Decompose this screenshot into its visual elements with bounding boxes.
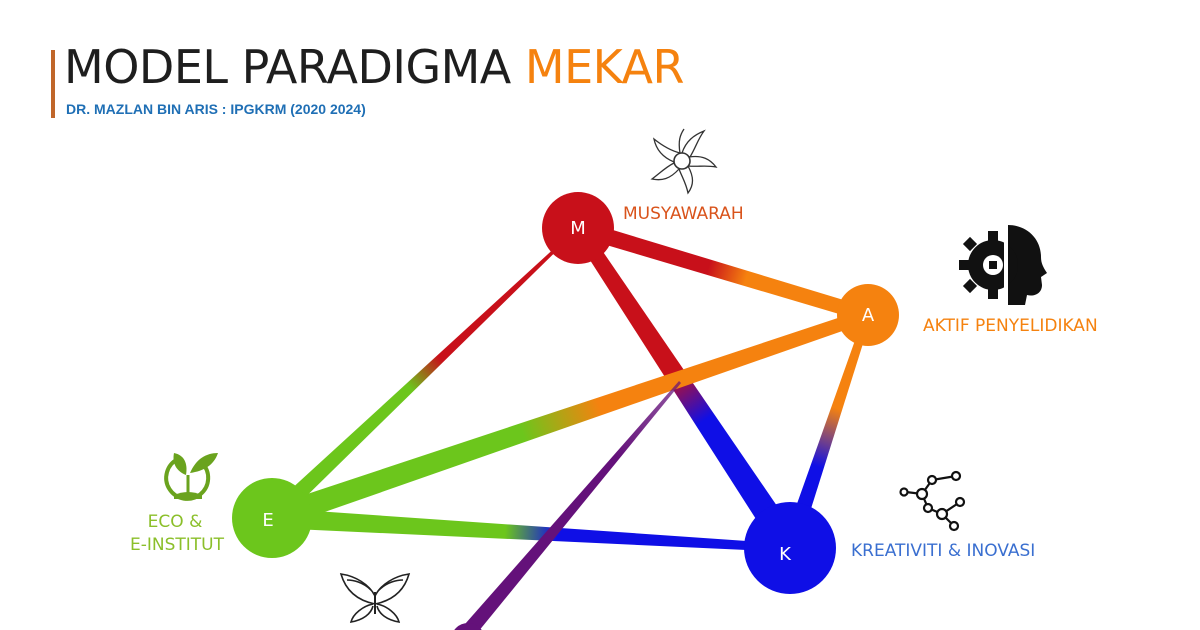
butterfly-icon (339, 573, 411, 623)
title-accent: MEKAR (524, 40, 685, 94)
node-e-circle (232, 478, 312, 558)
eco-sprout-icon (164, 453, 218, 501)
node-r-circle (454, 623, 482, 630)
node-e-label-line1: ECO & (148, 512, 203, 532)
node-a-letter: A (862, 305, 875, 326)
node-a-circle (837, 284, 899, 346)
connector-a-k (782, 315, 872, 550)
node-e-letter: E (262, 510, 273, 531)
connector-e-k (272, 508, 790, 552)
connectors (265, 220, 872, 630)
node-k-circle (744, 502, 836, 594)
connector-a-e (268, 309, 871, 529)
node-a: A (837, 284, 899, 346)
molecule-icon (899, 470, 966, 532)
node-k: K (744, 502, 836, 594)
node-m-circle (542, 192, 614, 264)
pinwheel-icon (650, 128, 718, 195)
node-e-label-line2: E-INSTITUT (130, 535, 225, 555)
page-title: MODEL PARADIGMA MEKAR (64, 40, 684, 94)
gear-head-icon (959, 225, 1047, 305)
page-subtitle: DR. MAZLAN BIN ARIS : IPGKRM (2020 2024) (66, 101, 366, 117)
node-m-label: MUSYAWARAH (623, 204, 744, 224)
node-m-letter: M (570, 218, 586, 239)
node-k-label: KREATIVITI & INOVASI (851, 541, 1035, 561)
connector-r-center (459, 381, 681, 630)
node-a-label: AKTIF PENYELIDIKAN (923, 316, 1098, 336)
title-accent-bar (51, 50, 55, 118)
title-main: MODEL PARADIGMA (64, 40, 511, 94)
node-k-letter: K (779, 544, 792, 565)
connector-m-a (576, 220, 870, 322)
node-m: M (542, 192, 614, 264)
connector-m-e (265, 223, 585, 523)
node-e: E (232, 478, 312, 558)
connector-m-k (572, 224, 801, 555)
